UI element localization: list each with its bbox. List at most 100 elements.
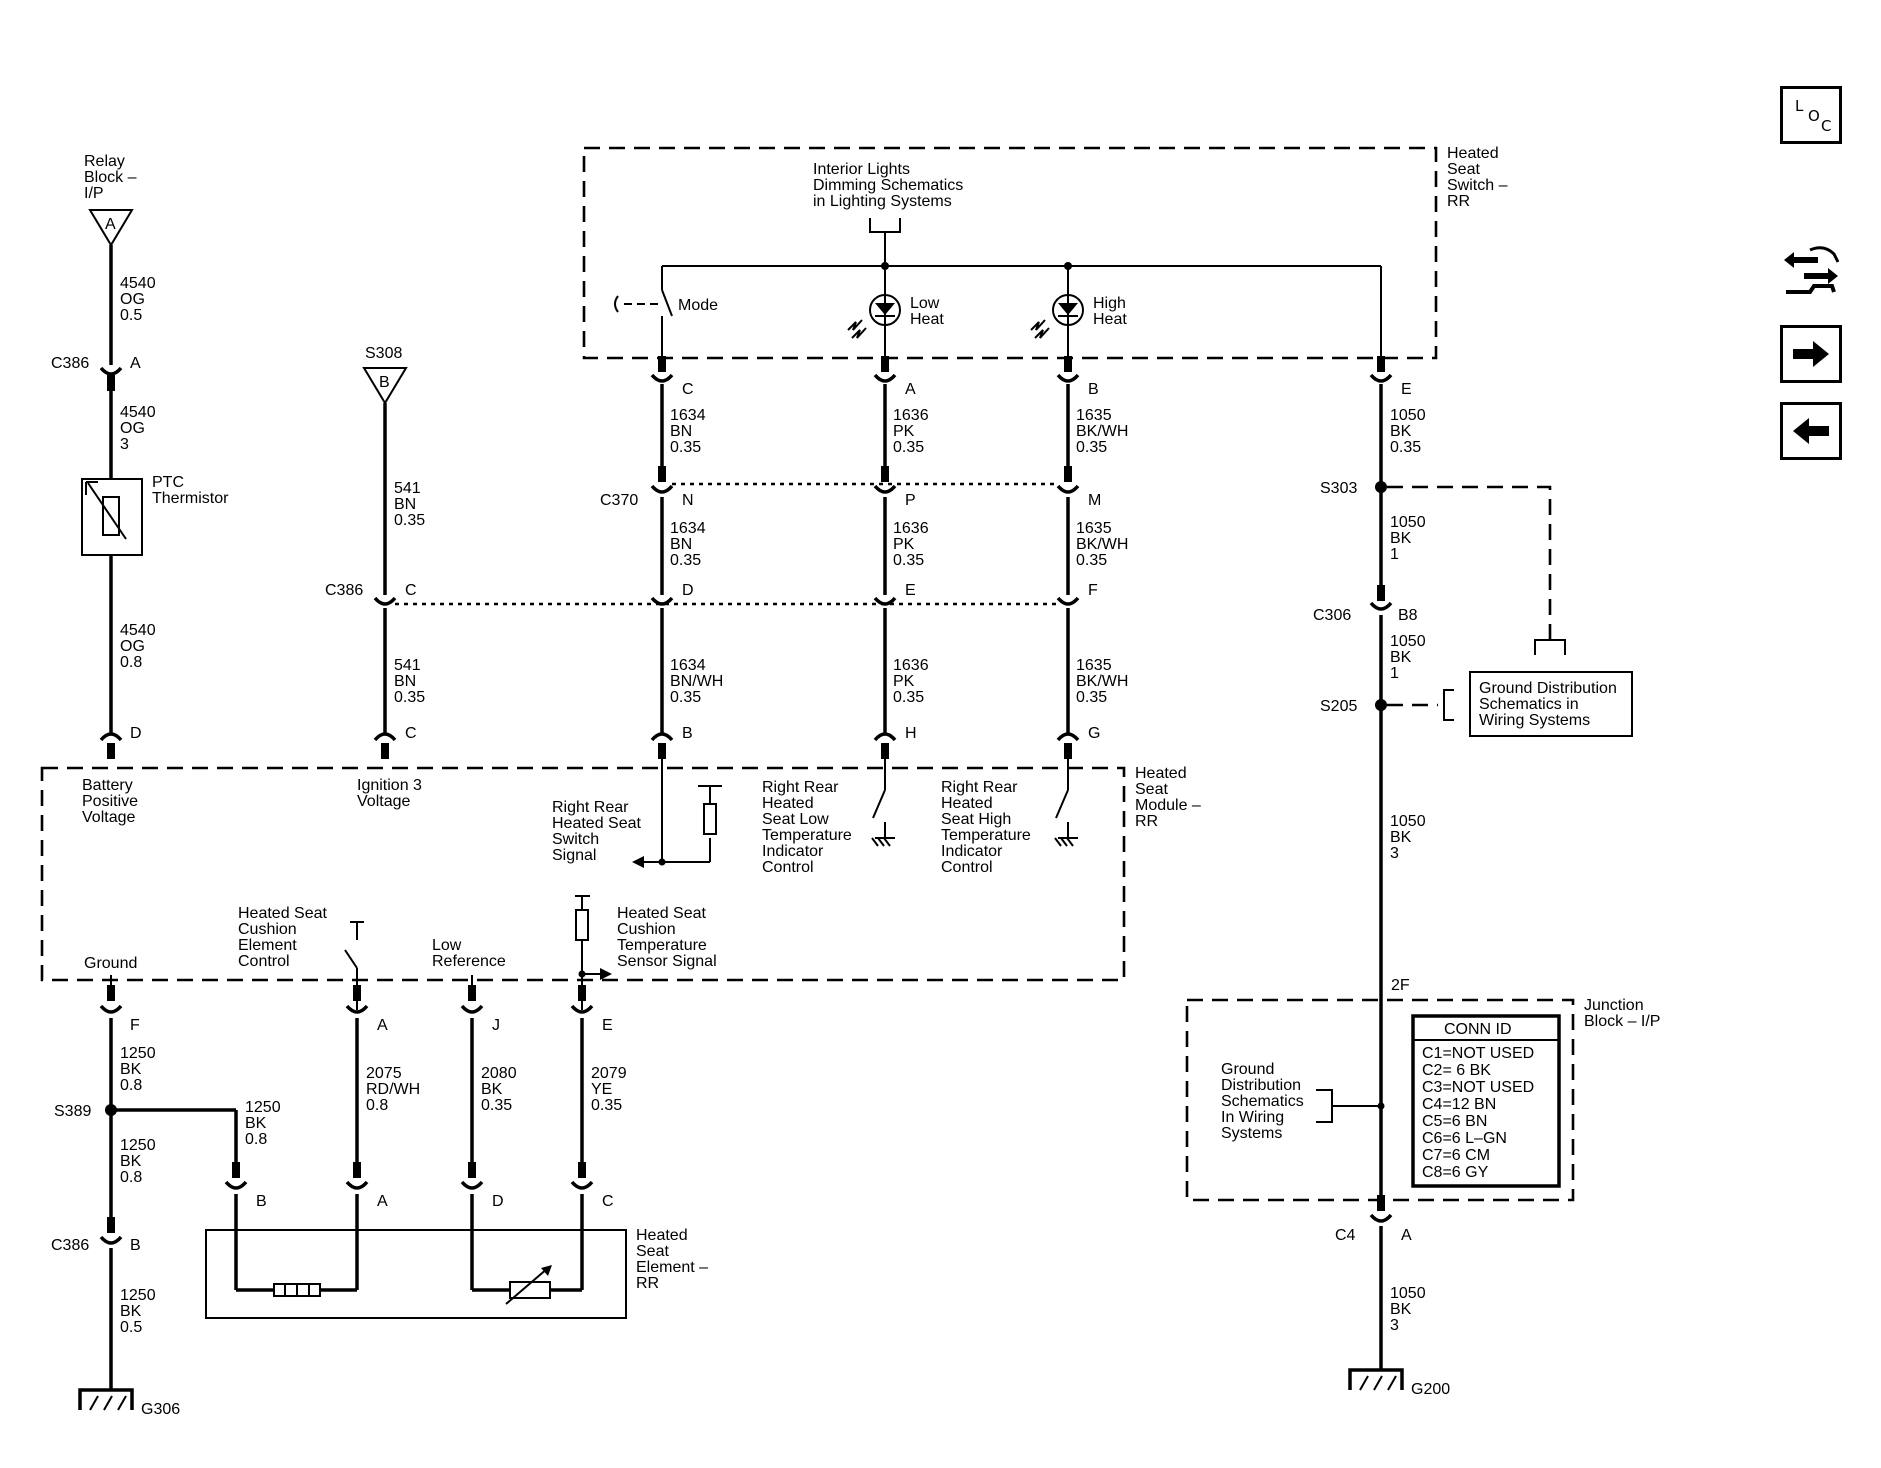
svg-text:P: P	[905, 492, 916, 509]
location-button[interactable]: L O C	[1780, 86, 1842, 144]
switch-pin-e: E	[1369, 356, 1412, 398]
dimming-ref-2: Dimming Schematics	[813, 177, 963, 194]
svg-text:1250: 1250	[120, 1287, 156, 1304]
low-reference-label-1: Low	[432, 937, 462, 954]
svg-text:1636: 1636	[893, 657, 929, 674]
low-temp-indicator-label-6: Control	[762, 859, 814, 876]
previous-page-button[interactable]	[1780, 402, 1842, 460]
svg-text:1050: 1050	[1390, 633, 1426, 650]
switch-signal-label-3: Switch	[552, 831, 599, 848]
wire-541-bn-0-35-upper: 541 BN 0.35	[394, 480, 425, 529]
svg-text:BK: BK	[1390, 1301, 1412, 1318]
svg-text:S308: S308	[365, 345, 402, 362]
wire-1050-bk-3-b: 1050 BK 3	[1390, 1285, 1426, 1334]
svg-text:BK/WH: BK/WH	[1076, 673, 1128, 690]
svg-text:OG: OG	[120, 638, 145, 655]
svg-text:BN: BN	[670, 536, 692, 553]
svg-text:1050: 1050	[1390, 813, 1426, 830]
mode-switch-label: Mode	[678, 297, 718, 314]
svg-text:J: J	[492, 1017, 500, 1034]
splice-s389: S389	[54, 1103, 117, 1120]
svg-text:2075: 2075	[366, 1065, 402, 1082]
ptc-label-2: Thermistor	[152, 490, 229, 507]
cushion-element-label-1: Heated Seat	[238, 905, 328, 922]
svg-text:1050: 1050	[1390, 1285, 1426, 1302]
svg-text:BK/WH: BK/WH	[1076, 423, 1128, 440]
svg-text:Junction: Junction	[1584, 997, 1644, 1014]
component-locator-icon[interactable]	[1780, 240, 1842, 302]
connector-c370: C370 N P M	[600, 466, 1101, 509]
temp-sensor-label-4: Sensor Signal	[617, 953, 717, 970]
svg-text:RR: RR	[1447, 193, 1470, 210]
svg-text:B8: B8	[1398, 607, 1418, 624]
low-temp-indicator-label-1: Right Rear	[762, 779, 839, 796]
svg-text:G: G	[1088, 725, 1100, 742]
svg-text:0.8: 0.8	[245, 1131, 267, 1148]
splice-s308: S308 B	[362, 345, 408, 405]
module-pin-h: H	[873, 725, 917, 759]
svg-text:0.8: 0.8	[366, 1097, 388, 1114]
battery-positive-label-3: Voltage	[82, 809, 135, 826]
module-pin-b: B	[650, 725, 693, 759]
svg-text:B: B	[1088, 381, 1099, 398]
svg-text:0.35: 0.35	[893, 439, 924, 456]
wire-1636-pk-middle: 1636 PK 0.35	[893, 520, 929, 569]
conn-id-table: CONN ID C1=NOT USED C2= 6 BK C3=NOT USED…	[1411, 1014, 1561, 1188]
svg-text:Heated: Heated	[1447, 145, 1499, 162]
low-heat-label-1: Low	[910, 295, 940, 312]
temp-sensor-label-1: Heated Seat	[617, 905, 707, 922]
ptc-thermistor: PTC Thermistor	[81, 474, 229, 556]
cushion-element-label-4: Control	[238, 953, 290, 970]
conn-id-header: CONN ID	[1444, 1021, 1512, 1038]
conn-id-row: C6=6 L–GN	[1422, 1130, 1507, 1147]
low-temp-indicator-label-3: Seat Low	[762, 811, 829, 828]
svg-text:1636: 1636	[893, 520, 929, 537]
svg-text:PK: PK	[893, 673, 915, 690]
arrow-left-icon	[1793, 418, 1829, 444]
svg-text:C386: C386	[51, 1237, 89, 1254]
switch-signal-label-2: Heated Seat	[552, 815, 642, 832]
svg-text:Wiring Systems: Wiring Systems	[1479, 712, 1590, 729]
splice-s303: S303	[1320, 480, 1566, 655]
low-heat-label-2: Heat	[910, 311, 944, 328]
element-pins: B A D C	[224, 1162, 614, 1210]
svg-text:B: B	[682, 725, 693, 742]
svg-text:3: 3	[1390, 845, 1399, 862]
wire-1635-bkwh-middle: 1635 BK/WH 0.35	[1076, 520, 1128, 569]
wire-4540-og-0-5: 4540 OG 0.5	[120, 275, 156, 324]
svg-text:C4: C4	[1335, 1227, 1356, 1244]
low-temp-indicator-label-5: Indicator	[762, 843, 824, 860]
ptc-label-1: PTC	[152, 474, 184, 491]
svg-text:2F: 2F	[1391, 977, 1410, 994]
svg-text:RR: RR	[1135, 813, 1158, 830]
battery-positive-label-1: Battery	[82, 777, 133, 794]
svg-text:1250: 1250	[245, 1099, 281, 1116]
wire-1636-pk-lower: 1636 PK 0.35	[893, 657, 929, 706]
svg-text:BK: BK	[1390, 530, 1412, 547]
svg-text:BN: BN	[670, 423, 692, 440]
svg-text:0.35: 0.35	[1076, 439, 1107, 456]
svg-text:F: F	[1088, 582, 1098, 599]
junction-gds-label-1: Ground	[1221, 1061, 1274, 1078]
svg-text:1050: 1050	[1390, 407, 1426, 424]
wire-1635-bkwh-lower: 1635 BK/WH 0.35	[1076, 657, 1128, 706]
svg-text:0.8: 0.8	[120, 1169, 142, 1186]
svg-text:C306: C306	[1313, 607, 1351, 624]
svg-text:0.35: 0.35	[481, 1097, 512, 1114]
wire-1634-bn-middle: 1634 BN 0.35	[670, 520, 706, 569]
conn-id-row: C1=NOT USED	[1422, 1045, 1534, 1062]
svg-text:C: C	[405, 582, 417, 599]
svg-text:PK: PK	[893, 536, 915, 553]
next-page-button[interactable]	[1780, 325, 1842, 383]
loc-letter-l: L	[1795, 97, 1804, 115]
svg-text:1: 1	[1390, 546, 1399, 563]
svg-text:4540: 4540	[120, 275, 156, 292]
svg-text:0.35: 0.35	[670, 439, 701, 456]
high-temp-indicator-label-2: Heated	[941, 795, 993, 812]
svg-text:C: C	[682, 381, 694, 398]
conn-id-row: C5=6 BN	[1422, 1113, 1487, 1130]
conn-id-row: C2= 6 BK	[1422, 1062, 1491, 1079]
svg-text:0.35: 0.35	[670, 552, 701, 569]
wire-2079-ye-0-35: 2079 YE 0.35	[591, 1065, 627, 1114]
junction-gds-label-3: Schematics	[1221, 1093, 1304, 1110]
